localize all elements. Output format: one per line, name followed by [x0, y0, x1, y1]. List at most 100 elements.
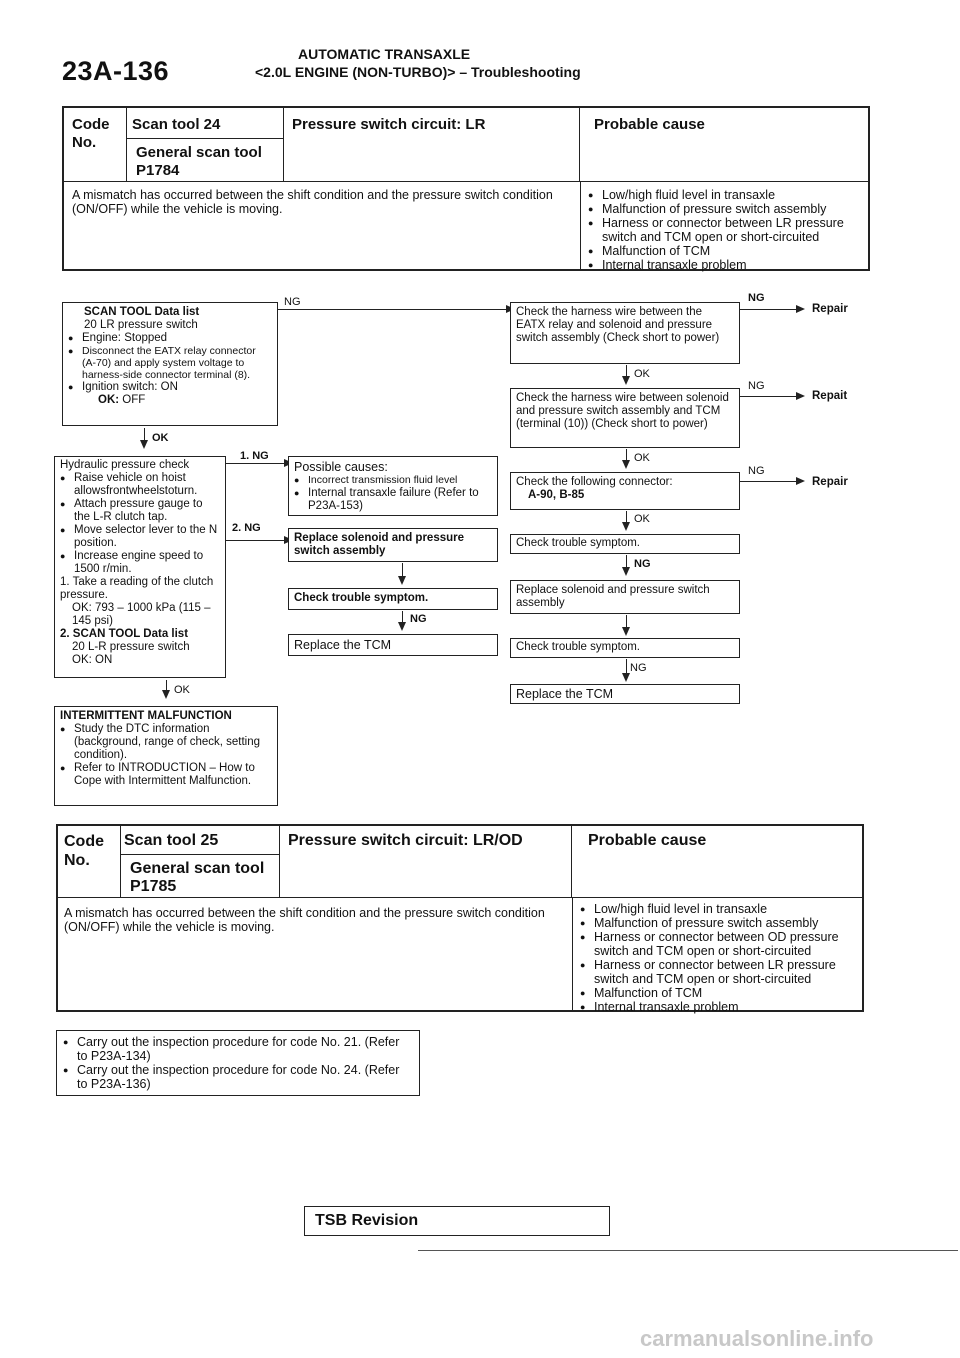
repair-2: Repait: [812, 390, 848, 402]
code25-cause-list: Low/high fluid level in transaxle Malfun…: [580, 902, 858, 1014]
check-trouble-right1-box: Check trouble symptom.: [510, 534, 740, 554]
check-connector-box: Check the following connector: A-90, B-8…: [510, 472, 740, 510]
ng-label: NG: [748, 465, 765, 477]
replace-solenoid-mid-box: Replace solenoid and pressure switch ass…: [288, 528, 498, 562]
scan-box-line1: 20 LR pressure switch: [84, 319, 198, 331]
code24-general-code: P1784: [136, 162, 180, 179]
inspection-procedure-box: Carry out the inspection procedure for c…: [56, 1030, 420, 1096]
check-harness-2-box: Check the harness wire between solenoid …: [510, 388, 740, 448]
list-item: Malfunction of pressure switch assembly: [580, 916, 858, 930]
list-item: Disconnect the EATX relay connector (A-7…: [68, 345, 272, 381]
scan-box-ok: OK: OFF: [68, 394, 272, 407]
intermittent-title: INTERMITTENT MALFUNCTION: [60, 710, 232, 722]
possible-causes-box: Possible causes: Incorrect transmission …: [288, 456, 498, 516]
ok-label: OK: [174, 684, 190, 696]
list-item: Internal transaxle failure (Refer to P23…: [294, 487, 492, 513]
list-item: Internal transaxle problem: [580, 1000, 858, 1014]
code24-code-no-label: Code No.: [72, 116, 110, 151]
ng-label: NG: [748, 292, 765, 304]
check-trouble-right2-box: Check trouble symptom.: [510, 638, 740, 658]
scan-box-list: Engine: Stopped Disconnect the EATX rela…: [68, 332, 272, 394]
watermark: carmanualsonline.info: [640, 1326, 874, 1351]
list-item: Incorrect transmission fluid level: [294, 474, 492, 487]
code24-description: A mismatch has occurred between the shif…: [72, 188, 553, 216]
repair-3: Repair: [812, 476, 848, 488]
ng2-label: 2. NG: [232, 522, 261, 534]
list-item: Move selector lever to the N position.: [60, 524, 220, 550]
list-item: Low/high fluid level in transaxle: [588, 188, 864, 202]
list-item: Study the DTC information (background, r…: [60, 723, 272, 762]
ng-label: NG: [630, 662, 647, 674]
ng-label: NG: [748, 380, 765, 392]
list-item: Harness or connector between LR pressure…: [580, 958, 858, 986]
list-item: Internal transaxle problem: [588, 258, 864, 272]
list-item: Attach pressure gauge to the L-R clutch …: [60, 498, 220, 524]
replace-solenoid-right-box: Replace solenoid and pressure switch ass…: [510, 580, 740, 614]
check-trouble-right1: Check trouble symptom.: [516, 537, 640, 549]
check-connector-line2: A-90, B-85: [528, 489, 585, 501]
ng-label: NG: [634, 558, 651, 570]
hyd-list: Raise vehicle on hoist allowsfrontwheels…: [60, 472, 220, 576]
scan-tool-box: SCAN TOOL Data list 20 LR pressure switc…: [62, 302, 278, 426]
list-item: Malfunction of TCM: [588, 244, 864, 258]
code25-probable-cause-title: Probable cause: [588, 832, 707, 849]
ok-value: OFF: [122, 394, 146, 406]
list-item: Harness or connector between OD pressure…: [580, 930, 858, 958]
replace-solenoid-mid: Replace solenoid and pressure switch ass…: [294, 532, 465, 557]
check-harness-2: Check the harness wire between solenoid …: [516, 392, 729, 430]
scan-box-title: SCAN TOOL Data list: [84, 306, 200, 318]
replace-tcm-right-box: Replace the TCM: [510, 684, 740, 704]
hyd-step2: 2. SCAN TOOL Data list: [60, 628, 189, 640]
tsb-revision-box: TSB Revision: [304, 1206, 610, 1236]
intermittent-list: Study the DTC information (background, r…: [60, 723, 272, 788]
replace-tcm-mid: Replace the TCM: [294, 638, 392, 652]
hydraulic-check-box: Hydraulic pressure check Raise vehicle o…: [54, 456, 226, 678]
code25-code-no-label: Code No.: [64, 833, 104, 869]
code25-circuit-title: Pressure switch circuit: LR/OD: [288, 832, 523, 849]
code25-description: A mismatch has occurred between the shif…: [64, 906, 545, 934]
list-item: Increase engine speed to 1500 r/min.: [60, 550, 220, 576]
inspection-list: Carry out the inspection procedure for c…: [63, 1035, 413, 1091]
code24-probable-cause-title: Probable cause: [594, 116, 705, 133]
hyd-step1: 1. Take a reading of the clutch pressure…: [60, 576, 214, 601]
check-harness-1: Check the harness wire between the EATX …: [516, 306, 720, 344]
check-harness-1-box: Check the harness wire between the EATX …: [510, 302, 740, 364]
check-connector-line1: Check the following connector:: [516, 476, 673, 488]
code24-circuit-title: Pressure switch circuit: LR: [292, 116, 486, 133]
ok-label: OK: [634, 452, 650, 464]
ng1-label: 1. NG: [240, 450, 269, 462]
list-item: Carry out the inspection procedure for c…: [63, 1063, 413, 1091]
code25-general-code: P1785: [130, 878, 177, 895]
ok-label: OK: [634, 513, 650, 525]
intermittent-box: INTERMITTENT MALFUNCTION Study the DTC i…: [54, 706, 278, 806]
code24-cause-list: Low/high fluid level in transaxle Malfun…: [588, 188, 864, 272]
ok-label: OK: [634, 368, 650, 380]
list-item: Refer to INTRODUCTION – How to Cope with…: [60, 762, 272, 788]
hyd-step2-item: 20 L-R pressure switch: [72, 641, 190, 653]
list-item: Engine: Stopped: [68, 332, 272, 345]
hyd-title: Hydraulic pressure check: [60, 459, 190, 471]
check-trouble-right2: Check trouble symptom.: [516, 641, 640, 653]
code25-table: Code No. Scan tool 25 General scan tool …: [56, 824, 864, 1014]
list-item: Low/high fluid level in transaxle: [580, 902, 858, 916]
check-trouble-mid-box: Check trouble symptom.: [288, 588, 498, 610]
replace-tcm-mid-box: Replace the TCM: [288, 634, 498, 656]
code24-table: Code No. Scan tool 24 General scan tool …: [62, 106, 870, 272]
header-title: AUTOMATIC TRANSAXLE: [298, 46, 471, 62]
list-item: Carry out the inspection procedure for c…: [63, 1035, 413, 1063]
hyd-ok1: OK: 793 – 1000 kPa (115 – 145 psi): [72, 602, 211, 627]
header-subtitle: <2.0L ENGINE (NON-TURBO)> – Troubleshoot…: [255, 64, 581, 80]
repair-1: Repair: [812, 303, 848, 315]
list-item: Harness or connector between LR pressure…: [588, 216, 864, 244]
hyd-step2-ok: OK: ON: [72, 654, 113, 666]
check-trouble-mid: Check trouble symptom.: [294, 592, 429, 604]
replace-solenoid-right: Replace solenoid and pressure switch ass…: [516, 584, 710, 609]
code24-general-scan-tool: General scan tool: [136, 144, 262, 161]
ng-label: NG: [284, 296, 301, 308]
tsb-revision: TSB Revision: [315, 1212, 419, 1229]
replace-tcm-right: Replace the TCM: [516, 687, 614, 701]
causes-title: Possible causes:: [294, 460, 388, 474]
list-item: Malfunction of TCM: [580, 986, 858, 1000]
causes-list: Incorrect transmission fluid level Inter…: [294, 474, 492, 513]
list-item: Malfunction of pressure switch assembly: [588, 202, 864, 216]
